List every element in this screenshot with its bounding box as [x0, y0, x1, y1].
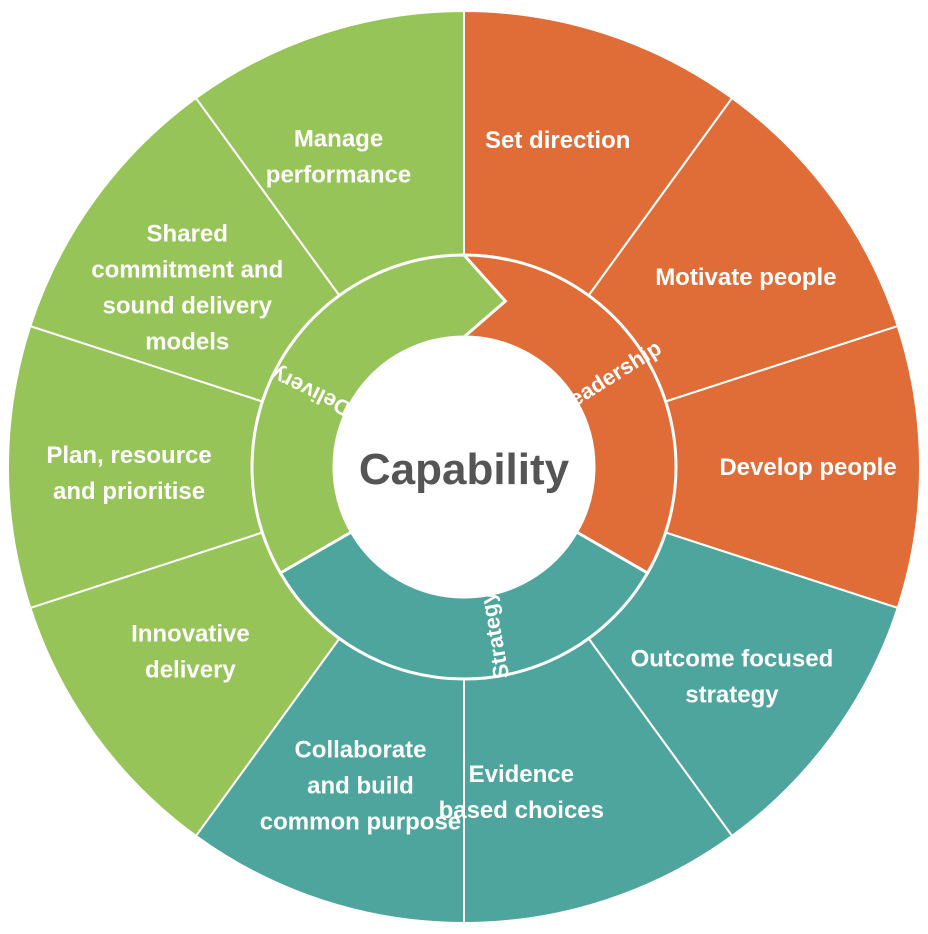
outer-segments: [7, 9, 921, 925]
segment-label-motivate-people: Motivate people: [655, 264, 836, 291]
segment-label-develop-people: Develop people: [719, 454, 896, 481]
center-label: Capability: [359, 445, 570, 494]
segment-label-set-direction: Set direction: [485, 127, 630, 154]
center-circle: [334, 337, 594, 597]
